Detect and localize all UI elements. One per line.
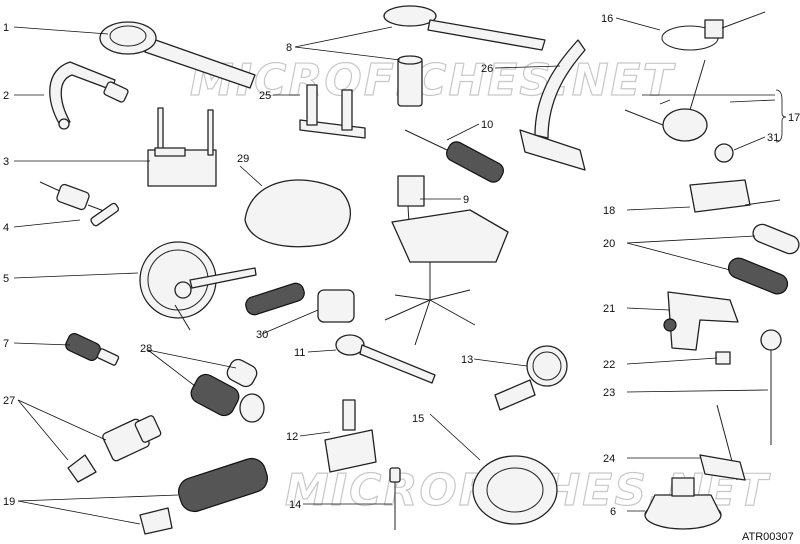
tool-degree-wheel (139, 241, 257, 331)
callout-14: 14 (289, 499, 301, 511)
tool-dial-gauge (494, 345, 568, 411)
callout-19: 19 (3, 496, 15, 508)
callout-22: 22 (603, 359, 615, 371)
tool-bracket (663, 291, 739, 351)
callout-8: 8 (286, 42, 292, 54)
tool-holder (324, 399, 377, 473)
callout-29: 29 (237, 153, 249, 165)
callout-18: 18 (603, 205, 615, 217)
tool-hook (49, 61, 129, 130)
callout-6: 6 (610, 506, 616, 518)
callout-27: 27 (3, 395, 15, 407)
tool-threaded-pin (65, 333, 120, 366)
tool-socket-wrench (383, 5, 546, 107)
callout-16: 16 (601, 13, 613, 25)
tool-rod-pin (389, 467, 401, 530)
callout-3: 3 (3, 156, 9, 168)
callout-15: 15 (412, 413, 424, 425)
callout-31: 31 (767, 132, 779, 144)
callout-13: 13 (461, 354, 473, 366)
tool-small-disc (714, 143, 734, 163)
tool-engine-stand (384, 175, 509, 346)
tool-clamp (699, 404, 746, 481)
tool-knurled-handle (139, 457, 269, 535)
callout-20: 20 (603, 238, 615, 250)
tool-cylinders (190, 358, 265, 423)
tool-pin-wrench (335, 334, 436, 384)
tool-nut (715, 351, 731, 365)
callout-24: 24 (603, 453, 615, 465)
callout-21: 21 (603, 303, 615, 315)
tool-flange-puller (689, 179, 781, 213)
callout-28: 28 (140, 343, 152, 355)
callout-17: 17 (788, 112, 800, 124)
tool-plate (299, 84, 366, 139)
callout-7: 7 (3, 338, 9, 350)
tool-t-handle-puller (39, 181, 120, 227)
callout-4: 4 (3, 222, 9, 234)
callout-2: 2 (3, 90, 9, 102)
leader-lines (13, 17, 787, 525)
tool-ring-wrench (99, 21, 256, 89)
callout-12: 12 (286, 431, 298, 443)
callout-10: 10 (481, 119, 493, 131)
watermark-top: MICROFICHES.NET (190, 55, 676, 106)
tool-gauge-probe (760, 329, 782, 445)
tool-ring-holder (472, 455, 558, 525)
callout-1: 1 (3, 22, 9, 34)
callout-5: 5 (3, 273, 9, 285)
callout-26: 26 (481, 63, 493, 75)
tool-socket-handle (245, 282, 355, 323)
callout-labels: 1 2 3 4 5 6 7 8 9 10 11 12 13 14 15 16 1… (3, 13, 800, 518)
tool-plastic-bag (244, 179, 351, 248)
callout-25: 25 (259, 90, 271, 102)
tool-arc-frame (519, 39, 586, 171)
tool-strap-wrench (661, 11, 766, 51)
tool-handle-bar (404, 129, 504, 183)
drawing-code: ATR00307 (742, 531, 794, 543)
callout-23: 23 (603, 387, 615, 399)
callout-9: 9 (463, 194, 469, 206)
tool-puller-assembly (624, 59, 708, 142)
tool-sleeve (67, 415, 162, 483)
tool-bell (644, 477, 722, 530)
callout-30: 30 (256, 329, 268, 341)
tool-handle-grips (727, 223, 800, 295)
callout-11: 11 (294, 347, 305, 359)
tool-rod-bracket (147, 107, 217, 187)
